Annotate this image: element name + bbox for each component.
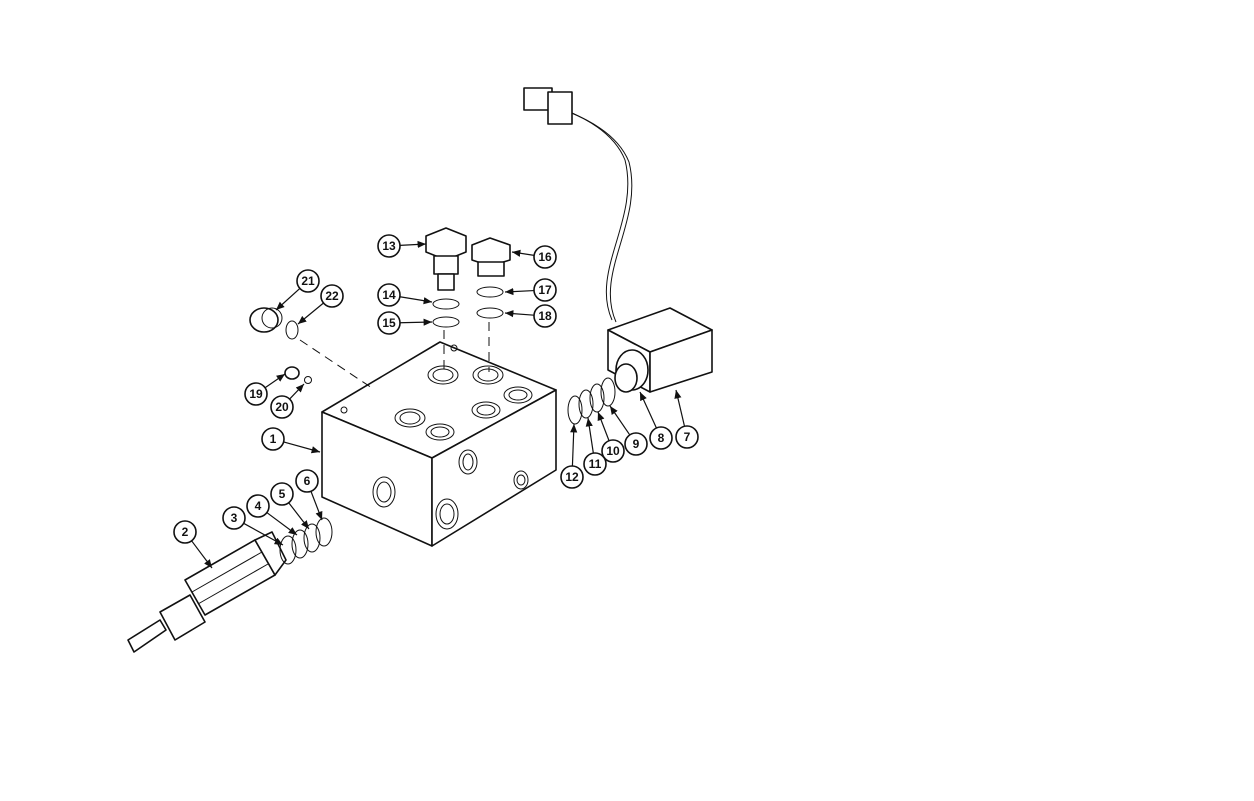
callout-number: 2 <box>182 525 189 539</box>
callout-number: 5 <box>279 487 286 501</box>
leader-line <box>504 310 535 318</box>
callout-circle <box>244 382 268 406</box>
leader-line <box>504 287 535 296</box>
leader-line <box>243 522 284 546</box>
callout-circle <box>533 245 557 269</box>
callout-circle <box>173 520 197 544</box>
callout-15: 15 <box>377 311 433 335</box>
callout-circle <box>246 494 270 518</box>
callout-number: 7 <box>684 430 691 444</box>
solenoid <box>523 87 713 393</box>
callout-circle <box>377 234 401 258</box>
callout-10: 10 <box>597 411 625 463</box>
leader-line <box>511 249 535 257</box>
callout-7: 7 <box>674 389 699 449</box>
callout-21: 21 <box>275 269 320 311</box>
callout-4: 4 <box>246 494 298 536</box>
callout-number: 8 <box>658 431 665 445</box>
callout-number: 14 <box>382 288 396 302</box>
callout-5: 5 <box>270 482 310 530</box>
callout-number: 11 <box>589 457 602 471</box>
callout-14: 14 <box>377 283 433 307</box>
leader-line <box>266 512 298 536</box>
leader-line <box>570 423 578 467</box>
callout-number: 4 <box>255 499 262 513</box>
callout-number: 13 <box>382 239 396 253</box>
assembly-lines <box>299 322 490 389</box>
callout-circle <box>295 469 319 493</box>
leader-line <box>264 373 286 389</box>
leader-line <box>585 417 594 454</box>
leader-line <box>275 287 301 311</box>
callout-circle <box>533 278 557 302</box>
callout-circle <box>270 482 294 506</box>
check-valve-cartridge <box>425 227 467 328</box>
callout-9: 9 <box>609 405 648 456</box>
valve-block <box>321 341 557 547</box>
callout-circle <box>296 269 320 293</box>
callout-number: 15 <box>382 316 396 330</box>
callout-number: 9 <box>633 437 640 451</box>
leader-line <box>399 318 433 326</box>
leader-line <box>288 502 310 530</box>
callout-18: 18 <box>504 304 557 328</box>
callout-circle <box>222 506 246 530</box>
callout-circle <box>649 426 673 450</box>
callout-2: 2 <box>173 520 213 569</box>
callout-circle <box>583 452 607 476</box>
callout-number: 18 <box>538 309 552 323</box>
callout-circle <box>533 304 557 328</box>
relief-valve <box>127 531 287 653</box>
leader-line <box>597 411 610 441</box>
callout-20: 20 <box>270 383 305 419</box>
callout-number: 10 <box>606 444 620 458</box>
o-rings-3-6 <box>279 517 333 565</box>
leader-line <box>191 540 213 569</box>
callout-number: 19 <box>249 387 263 401</box>
callout-number: 21 <box>301 274 315 288</box>
callout-number: 20 <box>275 400 289 414</box>
callout-1: 1 <box>261 427 321 454</box>
callout-16: 16 <box>511 245 557 269</box>
callout-circle <box>261 427 285 451</box>
callout-number: 16 <box>538 250 552 264</box>
plug-19 <box>284 366 312 384</box>
callout-13: 13 <box>377 234 427 258</box>
callout-circle <box>601 439 625 463</box>
o-rings-9-12 <box>567 377 616 425</box>
callout-19: 19 <box>244 373 286 406</box>
callout-number: 17 <box>538 283 552 297</box>
leader-line <box>609 405 631 436</box>
callout-circle <box>320 284 344 308</box>
callout-8: 8 <box>639 391 673 450</box>
callout-number: 12 <box>565 470 579 484</box>
callout-number: 1 <box>270 432 277 446</box>
callout-circle <box>377 311 401 335</box>
leader-line <box>283 441 321 454</box>
callout-circle <box>377 283 401 307</box>
callout-number: 6 <box>304 474 311 488</box>
leader-line <box>399 240 427 249</box>
callout-number: 3 <box>231 511 238 525</box>
leader-line <box>399 296 433 305</box>
callout-12: 12 <box>560 423 584 489</box>
callout-3: 3 <box>222 506 284 546</box>
leader-line <box>674 389 686 427</box>
leader-line <box>297 302 324 325</box>
plug-21 <box>249 307 299 340</box>
callout-22: 22 <box>297 284 344 325</box>
leader-line <box>310 491 323 521</box>
leader-line <box>289 383 305 400</box>
callout-circle <box>675 425 699 449</box>
callout-circle <box>560 465 584 489</box>
callout-6: 6 <box>295 469 323 521</box>
callout-circle <box>624 432 648 456</box>
plug-16 <box>471 237 511 319</box>
callout-11: 11 <box>583 417 607 476</box>
callout-17: 17 <box>504 278 557 302</box>
callout-number: 22 <box>325 289 339 303</box>
leader-line <box>639 391 657 429</box>
callout-circle <box>270 395 294 419</box>
